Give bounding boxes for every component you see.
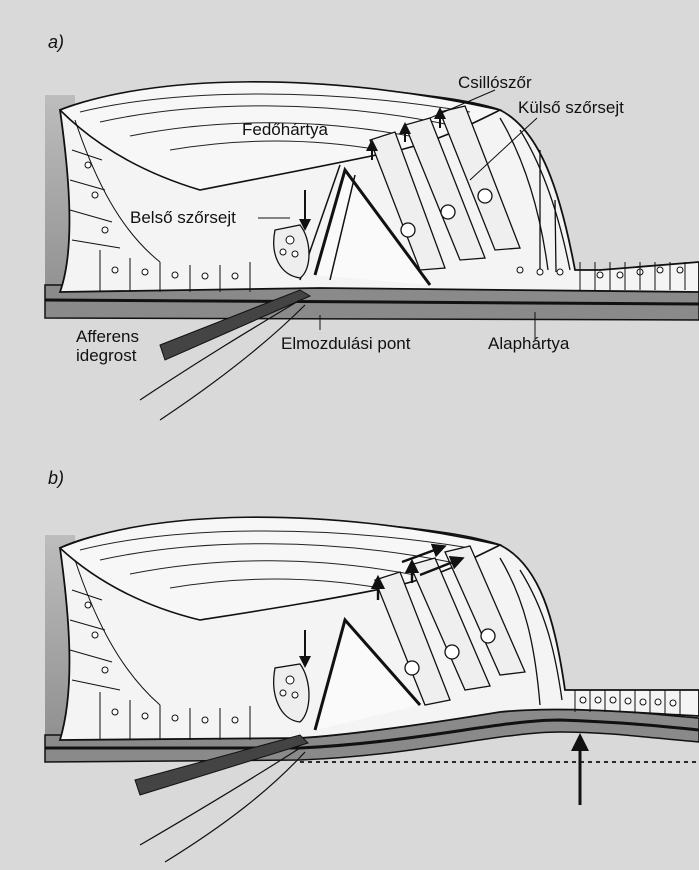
label-csilloszor: Csillószőr: [458, 73, 532, 93]
label-fedohartya: Fedőhártya: [242, 120, 328, 140]
panel-a-drawing: [45, 82, 699, 420]
label-elmozdulasi-pont: Elmozdulási pont: [281, 334, 410, 354]
label-afferens: Afferens: [76, 327, 139, 347]
label-alaphartya: Alaphártya: [488, 334, 569, 354]
panel-b-drawing: [45, 517, 699, 862]
label-belso-szorsejt: Belső szőrsejt: [130, 208, 236, 228]
panel-a-letter: a): [48, 32, 64, 53]
panel-b-letter: b): [48, 468, 64, 489]
label-idegrost: idegrost: [76, 346, 136, 366]
label-kulso-szorsejt: Külső szőrsejt: [518, 98, 624, 118]
